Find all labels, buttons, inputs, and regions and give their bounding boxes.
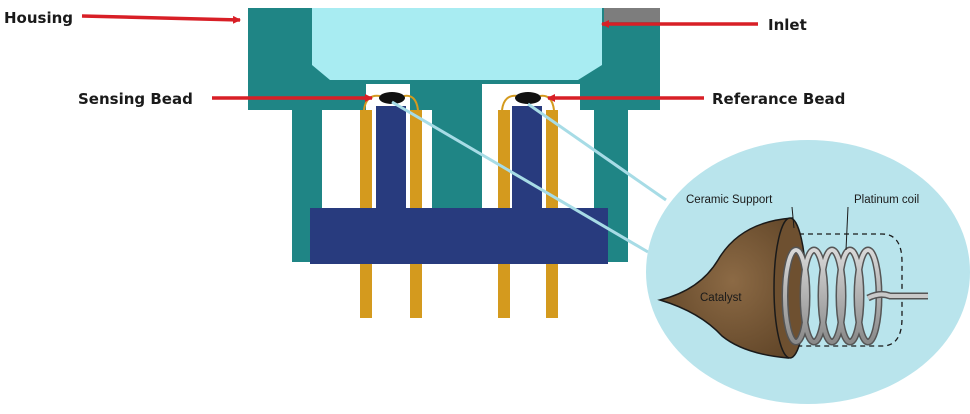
base-block	[310, 208, 608, 264]
coil-outline	[790, 233, 903, 347]
sensing-bead	[363, 92, 419, 111]
housing-cap	[604, 8, 660, 22]
magnifier-lines	[391, 100, 667, 254]
platinum-coil-label: Platinum coil	[854, 194, 919, 206]
inlet-chamber	[312, 8, 602, 80]
bead-detail-inset: Ceramic Support Platinum coil Catalyst	[646, 140, 970, 404]
inlet-label: Inlet	[768, 16, 807, 34]
callout-arrows	[81, 14, 758, 102]
sensing-bead-label: Sensing Bead	[78, 90, 193, 108]
reference-bead-label: Referance Bead	[712, 90, 845, 108]
reference-support-post	[512, 106, 542, 214]
catalyst-label: Catalyst	[700, 292, 742, 304]
housing-arrow	[81, 14, 241, 24]
ceramic-support-label: Ceramic Support	[686, 194, 773, 206]
sensing-support-post	[376, 106, 406, 214]
housing-label: Housing	[4, 9, 73, 27]
